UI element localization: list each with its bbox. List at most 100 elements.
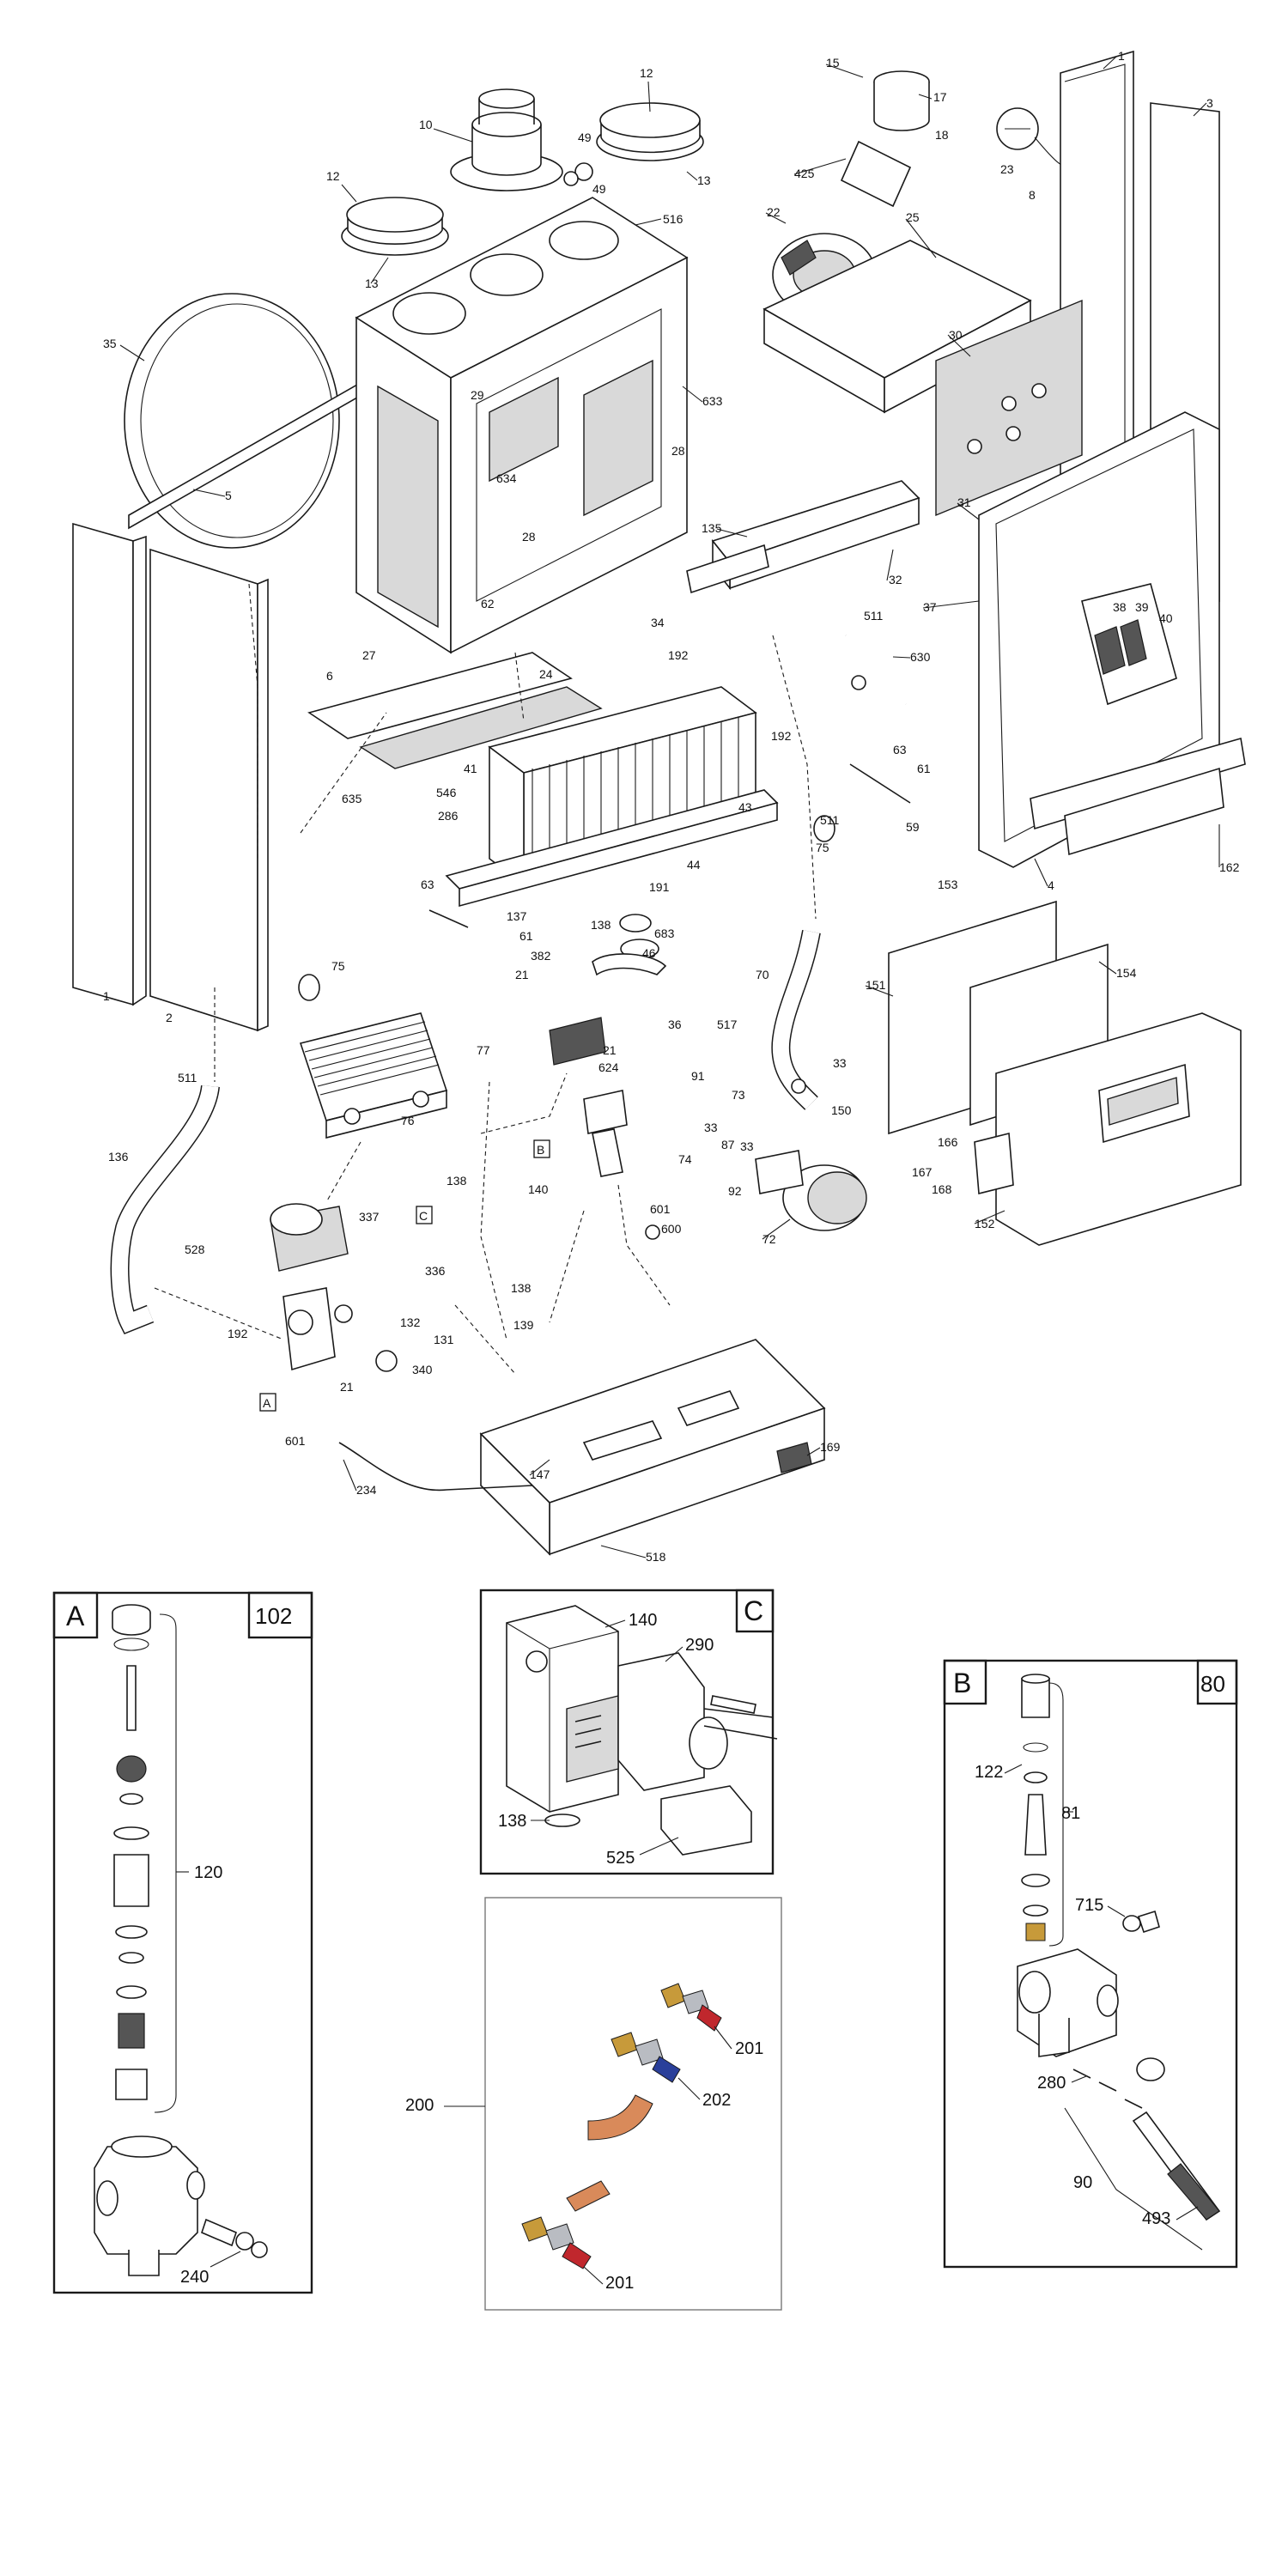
callout: 23 <box>1000 162 1014 176</box>
chassis-tray <box>479 1339 826 1556</box>
callout: 87 <box>721 1138 735 1151</box>
callout: 75 <box>331 959 345 973</box>
assembly-guides <box>154 583 817 1375</box>
callout: 5 <box>225 489 232 502</box>
callout: 18 <box>935 128 949 142</box>
callout: 715 <box>1075 1896 1103 1915</box>
callout: 683 <box>654 927 675 940</box>
callout: 191 <box>649 880 670 894</box>
callout: 234 <box>356 1483 377 1497</box>
leader-lines <box>119 56 1220 1558</box>
tag-c-small: C <box>416 1206 433 1224</box>
detail-c-panel: C 140 290 138 525 <box>479 1589 778 1875</box>
copper-elbow <box>587 2094 653 2141</box>
callout: 528 <box>185 1242 205 1256</box>
callout: 32 <box>889 573 902 586</box>
gas-cock <box>776 1442 812 1473</box>
side-panel-2 <box>149 548 269 1032</box>
callout: 601 <box>285 1434 306 1448</box>
callout: 74 <box>678 1152 692 1166</box>
burner-manifold <box>686 544 769 594</box>
gas-valve-body-c <box>506 1605 619 1813</box>
callout: 135 <box>702 521 722 535</box>
callout: 12 <box>640 66 653 80</box>
tag-a-small: A <box>259 1393 276 1412</box>
gas-fitting-46 <box>592 914 667 976</box>
callout: 280 <box>1037 2074 1066 2093</box>
callout: 33 <box>833 1056 847 1070</box>
flue-adaptor <box>450 88 563 191</box>
callout: 15 <box>826 56 840 70</box>
callout: 192 <box>771 729 792 743</box>
callout: 162 <box>1219 860 1240 874</box>
callout: 31 <box>957 495 971 509</box>
callout: 43 <box>738 800 752 814</box>
callout: 21 <box>340 1380 354 1394</box>
callout: 493 <box>1142 2209 1170 2228</box>
callout: 38 <box>1113 600 1127 614</box>
callout: 286 <box>438 809 459 823</box>
callout: 600 <box>661 1222 682 1236</box>
callout: 511 <box>178 1071 197 1084</box>
ignition-electrode <box>849 763 911 804</box>
callout: 138 <box>447 1174 467 1188</box>
diverter-valve-motor <box>270 1203 349 1272</box>
callout: 630 <box>910 650 931 664</box>
expansion-vessel <box>124 293 370 549</box>
rear-insulation <box>935 299 1083 517</box>
control-door <box>1030 737 1246 856</box>
svg-text:80: 80 <box>1200 1671 1225 1697</box>
callout: 75 <box>816 841 829 854</box>
callout: 153 <box>938 878 958 891</box>
callout: 29 <box>471 388 484 402</box>
callout: 635 <box>342 792 362 805</box>
callout: 40 <box>1159 611 1173 625</box>
callout: 25 <box>906 210 920 224</box>
isolation-valve-201-top <box>660 1983 722 2032</box>
callout: 8 <box>1029 188 1036 202</box>
callout: 35 <box>103 337 117 350</box>
callout: 624 <box>598 1060 619 1074</box>
callout: 21 <box>515 968 529 981</box>
callout: 546 <box>436 786 457 799</box>
drain-assembly-b <box>1072 2069 1221 2221</box>
callout: 152 <box>975 1217 995 1230</box>
callout: 63 <box>421 878 434 891</box>
callout: 151 <box>866 978 886 992</box>
callout: 4 <box>1048 878 1054 892</box>
callout: 33 <box>704 1121 718 1134</box>
callout: 73 <box>732 1088 745 1102</box>
callout: 336 <box>425 1264 446 1278</box>
callout: 27 <box>362 648 376 662</box>
plug-715 <box>1122 1910 1160 1934</box>
callout: 36 <box>668 1018 682 1031</box>
sensor-cable-234 <box>338 1442 533 1492</box>
callout: 49 <box>592 182 606 196</box>
svg-text:A: A <box>263 1396 271 1410</box>
callout: 140 <box>528 1182 549 1196</box>
side-panel-left <box>72 522 147 1006</box>
callout: 13 <box>697 173 711 187</box>
callout: 61 <box>917 762 931 775</box>
callout: 633 <box>702 394 723 408</box>
callout: 6 <box>326 669 333 683</box>
cover-plate-12 <box>596 102 704 161</box>
callout: 138 <box>511 1281 532 1295</box>
callout: 200 <box>405 2096 434 2115</box>
main-callouts: 1 3 12 12 10 49 49 13 13 516 15 17 18 23… <box>103 49 1240 1564</box>
svg-text:102: 102 <box>255 1603 292 1629</box>
callout: 70 <box>756 968 769 981</box>
valve-cartridge-stack <box>112 1604 151 2100</box>
callout: 90 <box>1073 2173 1092 2192</box>
hydraulic-group-a <box>283 1287 353 1371</box>
front-casing <box>978 411 1220 868</box>
callout: 13 <box>365 276 379 290</box>
callout: 24 <box>539 667 553 681</box>
callout: 21 <box>603 1043 617 1057</box>
callout: 192 <box>668 648 689 662</box>
callout: 33 <box>740 1139 754 1153</box>
callout: 28 <box>522 530 536 544</box>
callout: 290 <box>685 1636 714 1655</box>
callout: 167 <box>912 1165 933 1179</box>
